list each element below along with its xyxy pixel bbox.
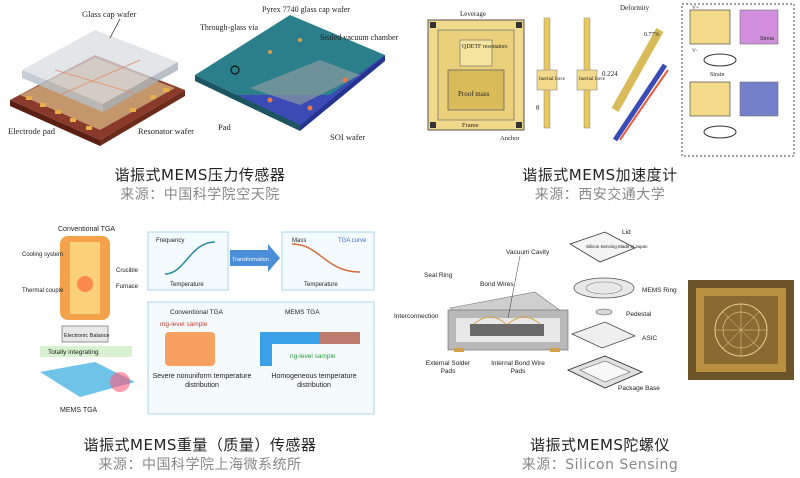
label-seal-ring: Seal Ring xyxy=(424,272,453,279)
label-mems-tga2: MEMS TGA xyxy=(285,309,320,316)
label-pedestal: Pedestal xyxy=(626,311,652,318)
svg-text:Inertial force: Inertial force xyxy=(579,77,606,82)
mass-sensor-figure: Conventional TGA Cooling system Crucible… xyxy=(22,226,375,415)
label-value: 0.224 xyxy=(602,70,618,78)
asic-part xyxy=(570,321,637,349)
label-balance: Electronic Balance xyxy=(64,333,110,339)
label-vacuum: Vacuum Cavity xyxy=(506,249,550,256)
label-pad: Pad xyxy=(218,122,232,132)
label-tga-curve: TGA curve xyxy=(338,238,367,244)
label-conv-tga2: Conventional TGA xyxy=(170,309,224,316)
caption-title-mass: 谐振式MEMS重量（质量）传感器 xyxy=(83,436,317,454)
label-mg-level: mg-level sample xyxy=(160,321,208,328)
label-internal: Internal Bond Wire Pads xyxy=(491,360,545,375)
caption-source-mass: 来源：中国科学院上海微系统所 xyxy=(98,457,302,473)
label-glass-cap: Glass cap wafer xyxy=(82,9,136,19)
label-mems-ring: MEMS Ring xyxy=(642,287,677,294)
transformation-arrow xyxy=(230,244,280,272)
mems-ring-part xyxy=(573,277,635,299)
glass-cap-wafer xyxy=(22,30,178,104)
caption-title-accelerometer: 谐振式MEMS加速度计 xyxy=(522,166,678,184)
inertial-force-diagram-2: Inertial force xyxy=(576,17,606,129)
label-anchor: Anchor xyxy=(500,135,520,142)
label-chip-text: Silicon Sensing Made in Japan xyxy=(586,244,648,249)
gyroscope-figure: Vacuum Cavity Seal Ring Bond Wires Inter… xyxy=(394,229,794,392)
pressure-sensor-figure: Glass cap wafer Electrode pad Resonator … xyxy=(8,5,399,146)
label-frame: Frame xyxy=(462,122,479,129)
crucible-sample xyxy=(165,332,215,366)
caption-title-pressure: 谐振式MEMS压力传感器 xyxy=(114,166,286,184)
caption-source-pressure: 来源：中国科学院空天院 xyxy=(120,187,280,203)
label-homogeneous: Homogeneous temperature distribution xyxy=(271,373,357,389)
label-mems-tga: MEMS TGA xyxy=(60,407,98,414)
lid-part xyxy=(569,231,636,263)
label-package: Package Base xyxy=(618,385,660,392)
label-integrating: Totally integrating xyxy=(48,349,99,356)
strain-stress-box xyxy=(681,3,795,157)
label-sealed: Sealed vacuum chamber xyxy=(320,33,399,42)
label-vminus: V- xyxy=(692,48,697,54)
caption-source-accelerometer: 来源：西安交通大学 xyxy=(534,187,666,203)
label-resonator: Resonator wafer xyxy=(138,126,194,136)
label-interconnection: Interconnection xyxy=(394,313,439,320)
caption-title-gyroscope: 谐振式MEMS陀螺仪 xyxy=(530,436,670,454)
label-temperature-1: Temperature xyxy=(170,282,204,288)
caption-source-gyroscope: 来源：Silicon Sensing xyxy=(521,457,679,473)
pedestal-part xyxy=(595,308,613,316)
gyroscope-panel: Vacuum Cavity Seal Ring Bond Wires Inter… xyxy=(390,222,800,422)
label-conventional: Conventional TGA xyxy=(58,226,115,233)
label-temperature-2: Temperature xyxy=(304,282,338,288)
label-crucible: Crucible xyxy=(116,268,139,274)
label-mass: Mass xyxy=(292,238,306,244)
label-stress-val: 0.77% xyxy=(644,32,660,38)
label-vplus: V+ xyxy=(692,5,699,11)
label-through-glass: Through-glass via xyxy=(200,23,258,32)
label-stress: Stress xyxy=(760,36,775,42)
mass-sensor-panel: Conventional TGA Cooling system Crucible… xyxy=(20,222,380,418)
label-deformity: Deformity xyxy=(620,4,650,12)
inertial-force-diagram-1: Inertial force θ xyxy=(536,17,566,129)
label-strain: Strain xyxy=(710,72,724,78)
label-theta: θ xyxy=(536,104,540,112)
label-electrode: Electrode pad xyxy=(8,126,56,136)
label-ng-level: ng-level sample xyxy=(290,353,336,360)
label-thermal: Thermal couple xyxy=(22,288,64,294)
accelerometer-figure: Leverage QDETF resonators Proof mass Fra… xyxy=(427,3,795,157)
label-bond-wires: Bond Wires xyxy=(480,281,514,288)
label-proof-mass: Proof mass xyxy=(458,90,490,98)
label-asic: ASIC xyxy=(642,335,657,342)
label-leverage: Leverage xyxy=(460,10,486,18)
label-frequency: Frequency xyxy=(156,238,184,244)
pressure-sensor-panel: Glass cap wafer Electrode pad Resonator … xyxy=(0,0,400,160)
label-severe: Severe nonuniform temperature distributi… xyxy=(152,373,252,389)
label-lid: Lid xyxy=(622,229,631,236)
label-pyrex: Pyrex 7740 glass cap wafer xyxy=(262,5,350,14)
label-furnace: Furnace xyxy=(116,284,139,290)
mems-tga-chip xyxy=(40,362,135,397)
label-external: External Solder Pads xyxy=(425,360,471,375)
label-qdetf: QDETF resonators xyxy=(462,44,508,50)
accelerometer-panel: Leverage QDETF resonators Proof mass Fra… xyxy=(400,0,800,160)
label-soi: SOI wafer xyxy=(330,132,365,142)
label-transformation: Transformation xyxy=(232,257,269,263)
svg-text:Inertial force: Inertial force xyxy=(539,77,566,82)
label-cooling: Cooling system xyxy=(22,252,63,258)
soi-wafer xyxy=(225,55,385,125)
proof-mass xyxy=(447,69,505,111)
